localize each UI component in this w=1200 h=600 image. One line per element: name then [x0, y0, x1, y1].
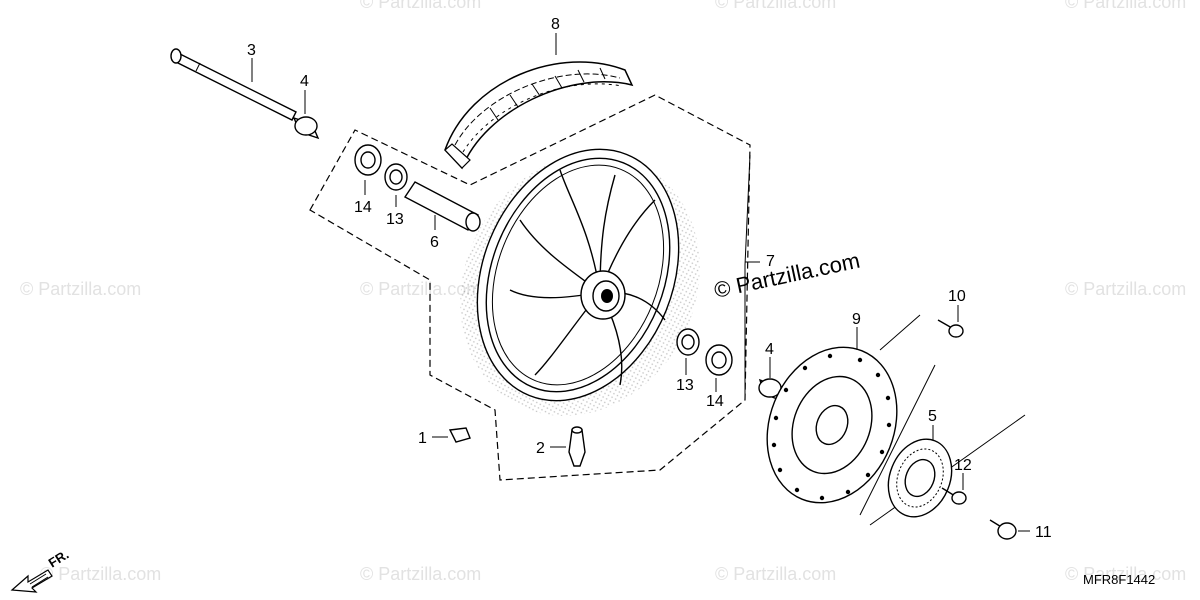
callout-2: 2	[536, 440, 545, 457]
callout-3: 3	[247, 42, 256, 59]
callout-bracket-7	[744, 154, 760, 395]
watermark: © Partzilla.com	[20, 279, 141, 299]
watermark: © Partzilla.com	[40, 564, 161, 584]
watermark: © Partzilla.com	[1065, 0, 1186, 12]
callout-6: 6	[430, 234, 439, 251]
leader-lines	[251, 33, 1030, 532]
watermark: © Partzilla.com	[1065, 564, 1186, 584]
tire	[444, 61, 634, 170]
diagram-code: MFR8F1442	[1083, 572, 1155, 587]
callout-9: 9	[852, 311, 861, 328]
watermark: © Partzilla.com	[1065, 279, 1186, 299]
callout-10: 10	[948, 288, 966, 305]
callout-14: 14	[354, 199, 372, 216]
callout-4: 4	[300, 73, 309, 90]
callout-11: 11	[1035, 524, 1052, 541]
watermark-group: © Partzilla.com © Partzilla.com © Partzi…	[20, 0, 1186, 584]
balance-weight	[448, 427, 471, 443]
collar	[758, 378, 782, 402]
callout-1: 1	[418, 430, 427, 447]
dust-seal	[384, 163, 408, 191]
distance-collar	[403, 181, 481, 232]
collar	[292, 116, 320, 140]
callout-4: 4	[765, 341, 774, 358]
axle	[170, 48, 297, 121]
dust-seal	[676, 328, 700, 356]
air-valve	[568, 426, 586, 467]
callout-8: 8	[551, 16, 560, 33]
watermark: © Partzilla.com	[360, 279, 481, 299]
watermark: © Partzilla.com	[360, 0, 481, 12]
callout-14: 14	[706, 393, 724, 410]
watermark: © Partzilla.com	[715, 564, 836, 584]
watermark-main: © Partzilla.com	[712, 248, 862, 303]
callout-12: 12	[954, 457, 972, 474]
wheel	[460, 148, 700, 416]
callout-7: 7	[766, 253, 775, 270]
bolt	[941, 487, 967, 505]
callout-13: 13	[386, 211, 404, 228]
callout-5: 5	[928, 408, 937, 425]
flange-bolt	[989, 519, 1017, 540]
watermark: © Partzilla.com	[715, 0, 836, 12]
watermark: © Partzilla.com	[360, 564, 481, 584]
callout-13: 13	[676, 377, 694, 394]
pulser-ring	[887, 438, 953, 518]
wheel-assembly-outline	[309, 94, 751, 481]
callout-labels: 1 2 3 4 4 5 6 7 8 9 10 11 12 13 13 14 14	[247, 16, 1052, 541]
bolt	[937, 319, 964, 338]
brake-disc	[766, 346, 898, 504]
bearing	[354, 144, 382, 176]
bearing	[705, 344, 733, 376]
